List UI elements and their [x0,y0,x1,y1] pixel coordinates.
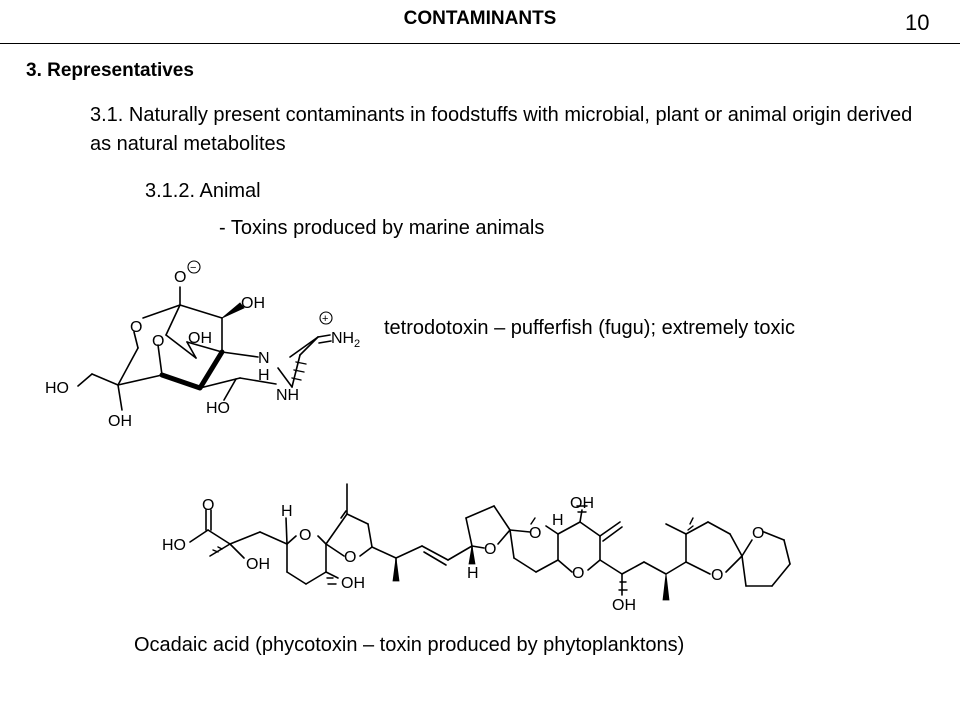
ok-wedge-methyl-2 [662,573,670,601]
ok-wedge-ring-d [468,545,476,565]
ttx-nh2: NH [331,330,354,347]
ok-methyl-ring-f [665,523,687,535]
ok-oh-4: OH [612,597,636,614]
ok-o-b: O [344,549,356,566]
okadaic-acid-bonds [189,483,791,587]
ok-o-c: O [484,541,496,558]
ttx-o-minus: O [174,269,186,286]
ok-h-2: H [467,565,479,582]
page-number: 10 [905,10,930,35]
tetrodotoxin-wedge-oh [221,302,245,319]
ok-o-carbonyl: O [202,497,214,514]
ttx-n-left: N [258,350,270,367]
ttx-nh2-subscript: 2 [354,338,360,350]
ttx-oh-mid: OH [188,330,212,347]
header-divider [0,43,960,44]
ok-oh-3: OH [570,495,594,512]
ttx-positive-charge-icon [319,311,333,325]
ttx-minus-sign: − [190,262,196,274]
subsection-3-1-text: 3.1. Naturally present contaminants in f… [90,104,913,155]
tetrodotoxin-bold-bond [159,349,225,391]
subsection-3-1-2-text: 3.1.2. Animal [145,180,261,202]
ttx-nh-low: NH [276,387,299,404]
okadaic-acid-caption: Ocadaic acid (phycotoxin – toxin produce… [134,634,685,656]
ok-oh-2: OH [341,575,365,592]
ok-oh-bond-2 [325,571,339,579]
ok-o-a: O [299,527,311,544]
ok-o-f: O [711,567,723,584]
bullet-marine-toxins: - Toxins produced by marine animals [219,217,545,239]
ok-hash-bonds [212,505,694,591]
ok-h-1: H [281,503,293,520]
ttx-h-on-n: H [258,367,270,384]
ok-o-d: O [529,525,541,542]
ok-ho-acid: HO [162,537,186,554]
ttx-o-ring1: O [130,319,142,336]
ttx-negative-charge-icon [187,260,201,274]
ttx-oh-top: OH [241,295,265,312]
ok-wedge-methyl-1 [392,557,400,582]
header-title: CONTAMINANTS [403,8,557,29]
ok-o-e: O [572,565,584,582]
ttx-o-ring2: O [152,333,164,350]
ttx-oh-bottom: OH [108,413,132,430]
ttx-ho-left: HO [45,380,69,397]
tetrodotoxin-hash-bond [291,361,307,381]
ttx-ho-low: HO [206,400,230,417]
ttx-plus-sign: + [322,313,328,325]
ok-h-3: H [552,512,564,529]
ok-o-g: O [752,525,764,542]
section-heading: 3. Representatives [26,60,194,81]
tetrodotoxin-caption: tetrodotoxin – pufferfish (fugu); extrem… [384,317,795,339]
ok-oh-1: OH [246,556,270,573]
